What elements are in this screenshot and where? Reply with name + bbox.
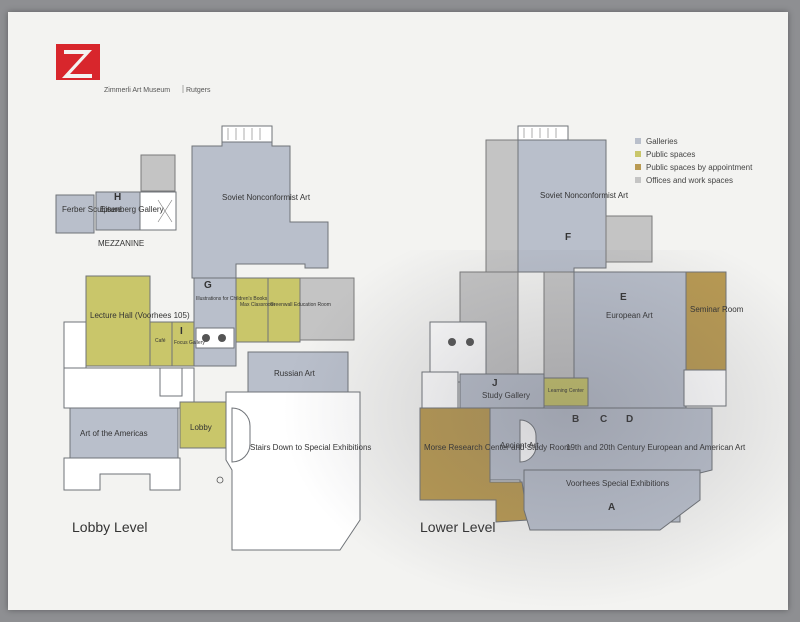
lecture-side (63, 321, 87, 369)
lobby-stairs (159, 367, 183, 397)
map-legend: Galleries Public spaces Public spaces by… (635, 137, 753, 185)
european-art-label: European Art (606, 311, 653, 320)
cafe-room (149, 321, 173, 367)
learning-center-label: Learning Center (548, 388, 584, 394)
soviet-lobby-label: Soviet Nonconformist Art (222, 193, 311, 202)
h-letter: H (114, 192, 121, 203)
d-letter: D (626, 414, 633, 425)
e-letter: E (620, 292, 627, 303)
legend-swatch-offices (635, 177, 641, 183)
learning-center-room (543, 377, 589, 407)
voorhees-label: Voorhees Special Exhibitions (566, 479, 669, 488)
lower-office-center (543, 271, 575, 379)
lobby-room (179, 401, 227, 449)
illustrations-room (193, 277, 237, 367)
max-classroom-label: Max Classroom (240, 302, 275, 308)
zimmerli-z-logo-icon (56, 44, 100, 80)
morse-label: Morse Research Center and Study Room (424, 443, 571, 452)
lobby-level-title: Lobby Level (72, 519, 148, 535)
legend-appointment: Public spaces by appointment (646, 163, 753, 172)
entrance-marker (216, 476, 224, 484)
lower-office-right (605, 215, 653, 263)
b-letter: B (572, 414, 579, 425)
mezzanine-label: MEZZANINE (98, 239, 144, 248)
soviet-lower-label: Soviet Nonconformist Art (540, 191, 629, 200)
soviet-lower-room (517, 139, 607, 273)
legend-offices: Offices and work spaces (646, 176, 733, 185)
americas-label: Art of the Americas (80, 429, 148, 438)
i-letter: I (180, 326, 183, 337)
lower-stairs (517, 125, 569, 141)
j-letter: J (492, 378, 498, 389)
spiral-stairs-lower (519, 419, 537, 463)
illustrations-label: Illustrations for Children's Books (196, 296, 268, 302)
americas-entry (63, 457, 181, 491)
russian-art-room (247, 351, 349, 393)
focus-gallery-label: Focus Gallery (174, 340, 205, 346)
lower-stair-box (421, 371, 459, 409)
mezz-stairs (139, 191, 177, 231)
lecture-hall-label: Lecture Hall (Voorhees 105) (90, 311, 190, 320)
lobby-level-plan (55, 125, 361, 551)
eisenberg-gallery-room (95, 191, 141, 231)
lobby-label: Lobby (190, 423, 212, 432)
university-name: Rutgers (186, 87, 211, 94)
spiral-stairs-lobby (231, 407, 251, 463)
seminar-room (685, 271, 727, 371)
f-letter: F (565, 232, 571, 243)
g-letter: G (204, 280, 212, 291)
study-gallery-room (459, 373, 545, 409)
study-gallery-label: Study Gallery (482, 391, 530, 400)
stairs-label: Stairs Down to Special Exhibitions (250, 443, 371, 452)
a-letter: A (608, 502, 615, 513)
lower-level-title: Lower Level (420, 519, 496, 535)
soviet-stairs (221, 125, 273, 143)
restrooms (195, 327, 235, 349)
legend-swatch-galleries (635, 138, 641, 144)
americas-room (69, 407, 179, 459)
cafe-label: Café (155, 338, 166, 344)
lobby-offices (299, 277, 355, 341)
eisenberg-label: Eisenberg Gallery (100, 205, 164, 214)
lecture-hall-room (85, 275, 151, 367)
voorhees-room (523, 469, 701, 531)
legend-galleries: Galleries (646, 137, 678, 146)
lower-office-left (485, 139, 519, 273)
c-letter: C (600, 414, 607, 425)
lower-level-plan (419, 125, 727, 531)
legend-public: Public spaces (646, 150, 695, 159)
century-label: 19th and 20th Century European and Ameri… (566, 443, 746, 452)
ferber-label: Ferber Sculpture (62, 205, 122, 214)
seminar-restrooms (683, 369, 727, 407)
museum-name: Zimmerli Art Museum (104, 87, 170, 94)
max-classroom-room (235, 277, 269, 343)
soviet-lobby-room (191, 139, 329, 279)
ancient-art-label: Ancient Art (500, 441, 539, 450)
stairs-hall-room (225, 391, 361, 551)
legend-swatch-public (635, 151, 641, 157)
seminar-label: Seminar Room (690, 305, 744, 314)
greenwall-room (267, 277, 301, 343)
ferber-sculpture-room (55, 194, 95, 234)
mezz-office (140, 154, 176, 192)
russian-art-label: Russian Art (274, 369, 316, 378)
greenwall-label: Greenwall Education Room (270, 302, 331, 308)
legend-swatch-appointment (635, 164, 641, 170)
